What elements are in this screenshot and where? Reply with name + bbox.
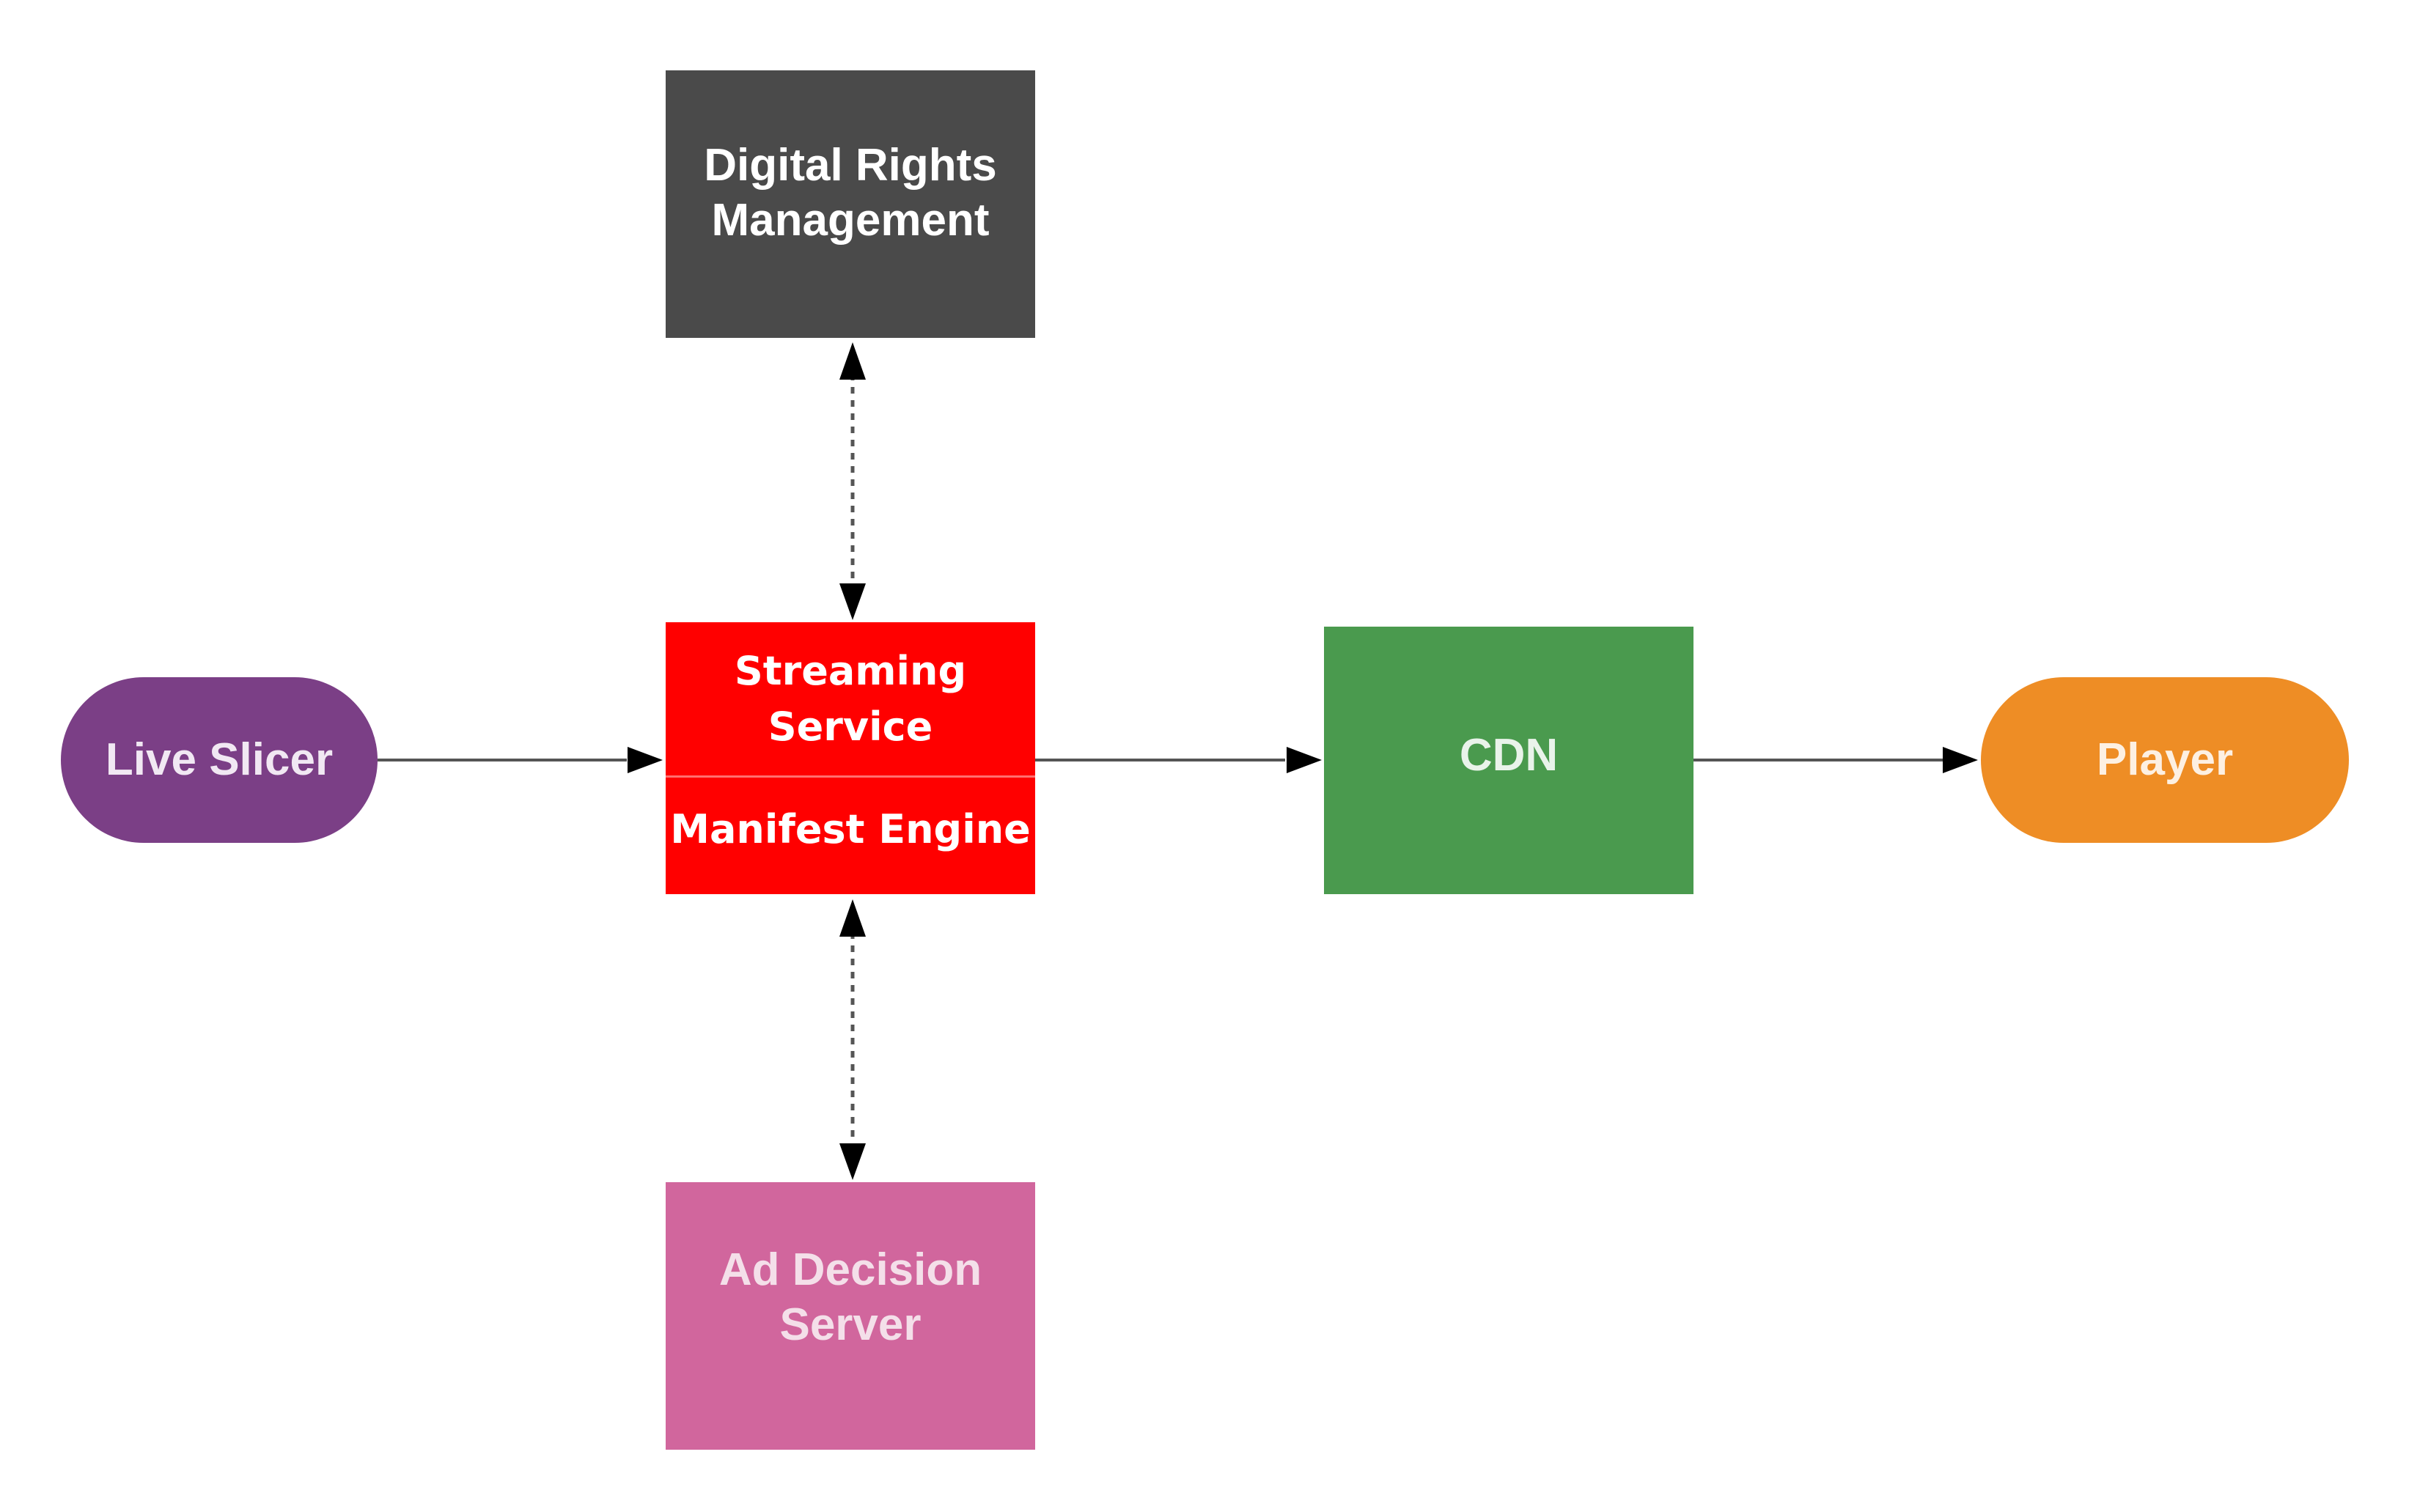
edge-slicer-to-streaming	[378, 747, 663, 773]
streaming-label-line1: Streaming	[734, 647, 967, 694]
edge-drm-streaming	[839, 342, 866, 620]
live-slicer-label: Live Slicer	[105, 734, 334, 785]
cdn-box: CDN	[1324, 627, 1693, 894]
manifest-engine-label: Manifest Engine	[670, 805, 1031, 852]
streaming-service-section: Streaming Service	[666, 622, 1035, 778]
edge-streaming-ads	[839, 899, 866, 1180]
player-label: Player	[2096, 734, 2234, 785]
streaming-service-box: Streaming Service Manifest Engine	[666, 622, 1035, 894]
live-slicer-node: Live Slicer	[61, 677, 378, 843]
player-node: Player	[1981, 677, 2349, 843]
edge-streaming-to-cdn	[1035, 747, 1322, 773]
cdn-label: CDN	[1459, 730, 1559, 781]
ads-label-line2: Server	[779, 1299, 922, 1350]
ads-label-line1: Ad Decision	[718, 1244, 982, 1296]
streaming-label-line2: Service	[768, 703, 933, 750]
drm-label-line1: Digital Rights	[704, 140, 997, 191]
edge-cdn-to-player	[1693, 747, 1978, 773]
digital-rights-management-box: Digital Rights Management	[666, 70, 1035, 338]
drm-label-line2: Management	[711, 194, 990, 246]
ad-decision-server-box: Ad Decision Server	[666, 1182, 1035, 1450]
manifest-engine-section: Manifest Engine	[666, 778, 1035, 894]
